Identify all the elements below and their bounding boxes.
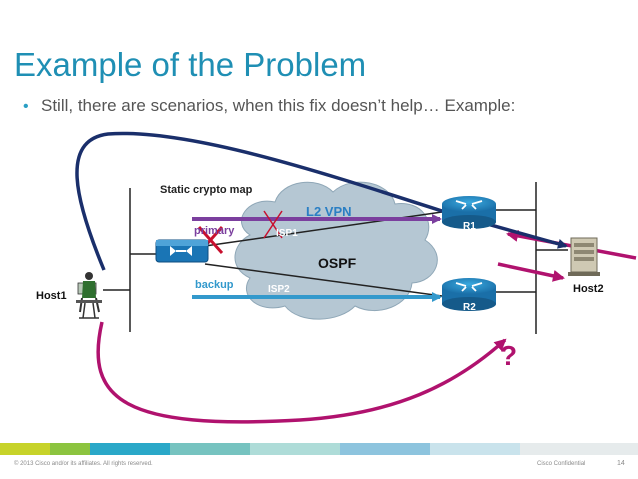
footer-confidential: Cisco Confidential bbox=[537, 461, 586, 467]
vpn-label: L2 VPN bbox=[306, 204, 352, 219]
bullet-dot: • bbox=[23, 98, 29, 115]
host1-user-icon bbox=[76, 272, 102, 319]
r1-to-host2-arrow bbox=[497, 262, 565, 282]
host2-server-icon bbox=[568, 237, 600, 276]
asa-label: ASA bbox=[172, 262, 193, 273]
ospf-label: OSPF bbox=[318, 255, 357, 271]
bullet-text: Still, there are scenarios, when this fi… bbox=[41, 96, 516, 115]
backup-label: backup bbox=[195, 279, 234, 291]
r1-label: R1 bbox=[463, 221, 476, 232]
host1-label: Host1 bbox=[36, 290, 67, 302]
r2-router-icon bbox=[442, 278, 496, 311]
footer-copyright: © 2013 Cisco and/or its affiliates. All … bbox=[14, 461, 153, 467]
isp2-label: ISP2 bbox=[268, 284, 290, 295]
host2-label: Host2 bbox=[573, 283, 604, 295]
problem-path-arrow bbox=[96, 321, 507, 424]
traffic-path-arrow bbox=[75, 131, 568, 271]
slide-title: Example of the Problem bbox=[14, 46, 367, 83]
isp1-label: ISP1 bbox=[276, 228, 298, 239]
footer-page-number: 14 bbox=[617, 460, 625, 467]
asa-firewall-icon bbox=[155, 239, 209, 263]
asa-isp2-link bbox=[204, 263, 443, 297]
r1-router-icon bbox=[442, 196, 496, 229]
failed-isp1-mark bbox=[263, 210, 283, 239]
static-crypto-label: Static crypto map bbox=[160, 184, 253, 196]
r2-label: R2 bbox=[463, 302, 476, 313]
primary-label: primary bbox=[194, 225, 235, 237]
footer-color-bar bbox=[0, 443, 638, 455]
question-mark: ? bbox=[500, 340, 517, 371]
ospf-cloud bbox=[234, 181, 438, 320]
